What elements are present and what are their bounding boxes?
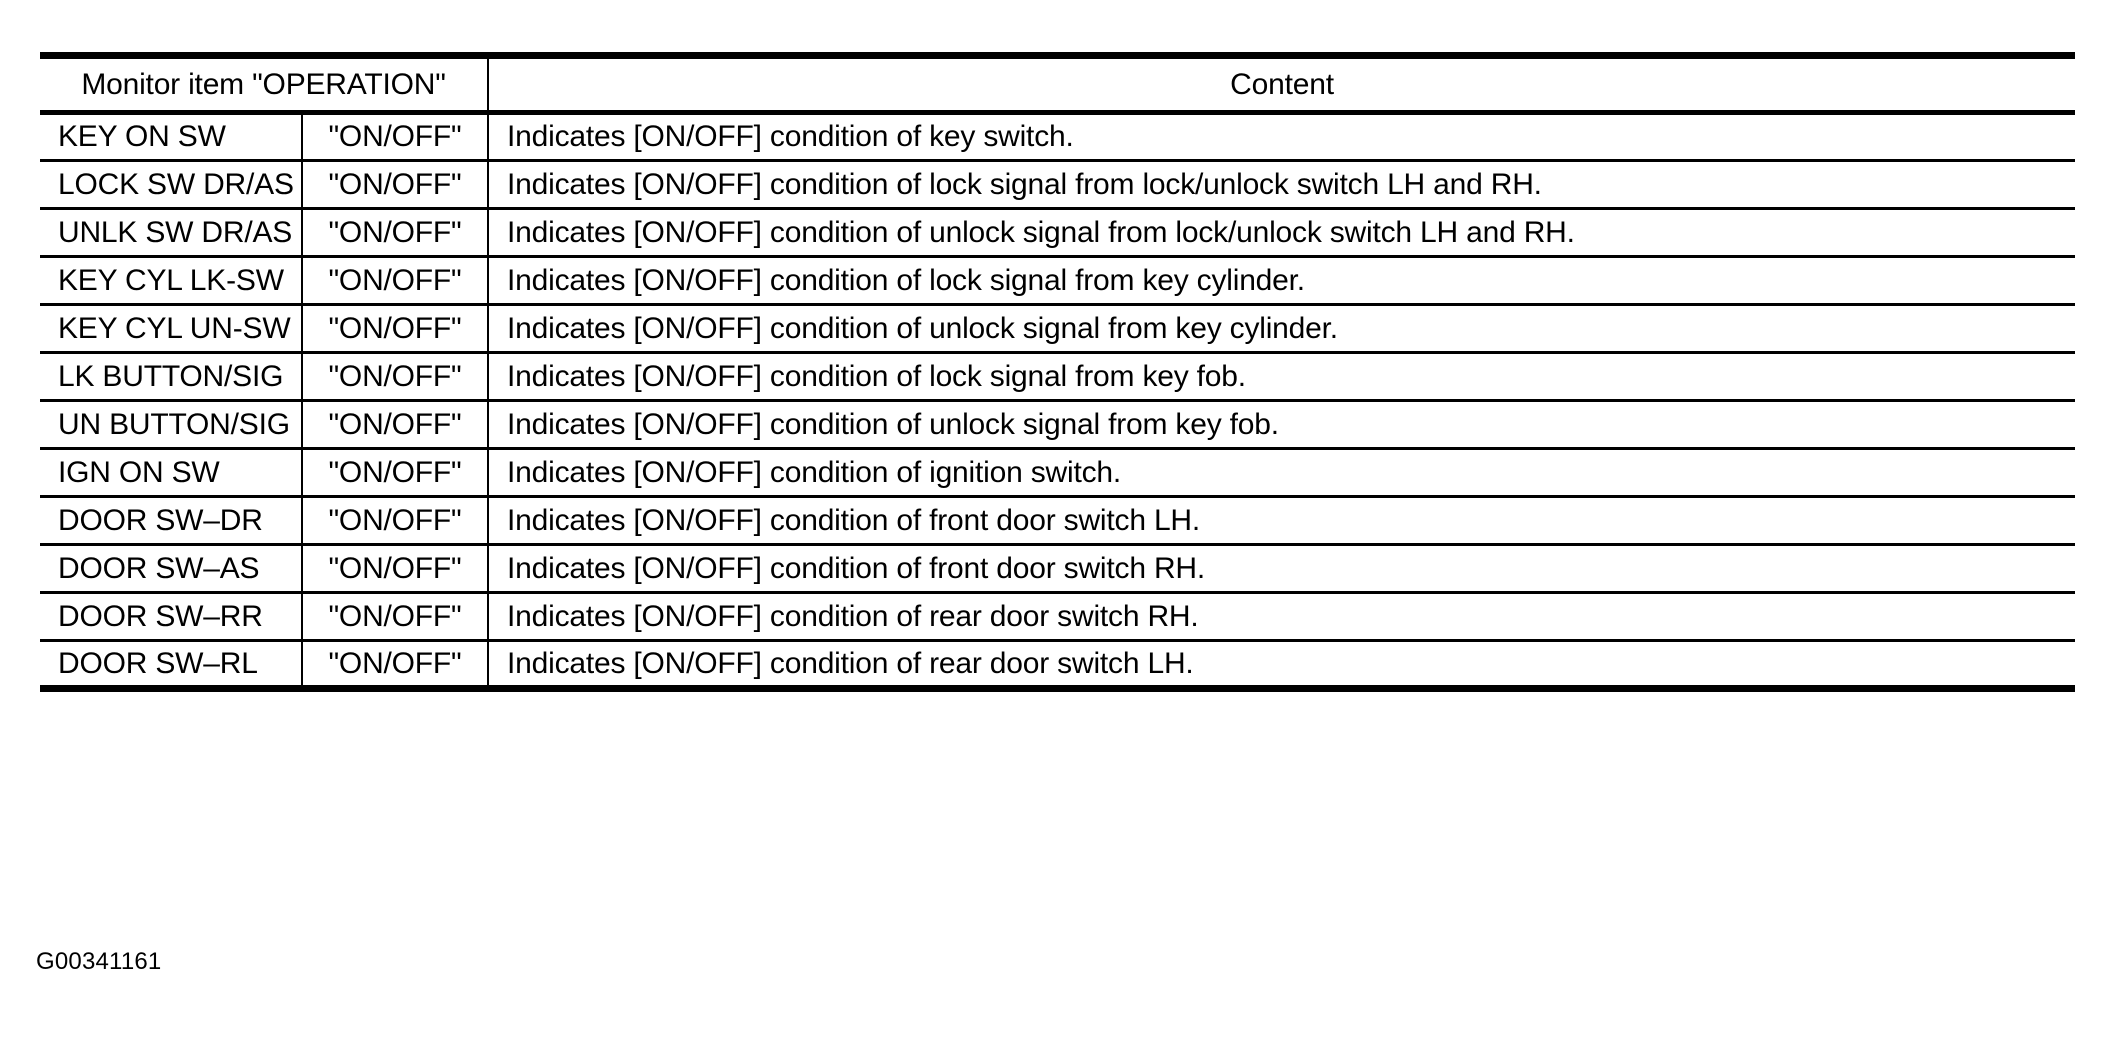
- table-header: Monitor item "OPERATION" Content: [40, 52, 2075, 115]
- table-row: KEY CYL UN-SW"ON/OFF"Indicates [ON/OFF] …: [40, 304, 2075, 354]
- cell-monitor-item: KEY CYL UN-SW: [40, 304, 303, 354]
- cell-content-description: Indicates [ON/OFF] condition of lock sig…: [488, 256, 2075, 306]
- cell-content-description: Indicates [ON/OFF] condition of lock sig…: [488, 352, 2075, 402]
- cell-state-value: "ON/OFF": [302, 112, 489, 162]
- cell-state-value: "ON/OFF": [302, 400, 489, 450]
- table-row: KEY ON SW"ON/OFF"Indicates [ON/OFF] cond…: [40, 112, 2075, 162]
- table-row: KEY CYL LK-SW"ON/OFF"Indicates [ON/OFF] …: [40, 256, 2075, 306]
- cell-state-value: "ON/OFF": [302, 208, 489, 258]
- cell-monitor-item: LK BUTTON/SIG: [40, 352, 303, 402]
- cell-state-value: "ON/OFF": [302, 304, 489, 354]
- table-row: DOOR SW–DR"ON/OFF"Indicates [ON/OFF] con…: [40, 496, 2075, 546]
- cell-state-value: "ON/OFF": [302, 640, 489, 692]
- cell-monitor-item: DOOR SW–RR: [40, 592, 303, 642]
- monitor-item-operation-table: Monitor item "OPERATION" Content KEY ON …: [40, 52, 2075, 692]
- cell-content-description: Indicates [ON/OFF] condition of front do…: [488, 544, 2075, 594]
- cell-state-value: "ON/OFF": [302, 256, 489, 306]
- table-header-row: Monitor item "OPERATION" Content: [40, 52, 2075, 115]
- cell-content-description: Indicates [ON/OFF] condition of unlock s…: [488, 304, 2075, 354]
- cell-monitor-item: LOCK SW DR/AS: [40, 160, 303, 210]
- cell-content-description: Indicates [ON/OFF] condition of lock sig…: [488, 160, 2075, 210]
- cell-content-description: Indicates [ON/OFF] condition of key swit…: [488, 112, 2075, 162]
- table-row: UN BUTTON/SIG"ON/OFF"Indicates [ON/OFF] …: [40, 400, 2075, 450]
- cell-monitor-item: IGN ON SW: [40, 448, 303, 498]
- table-row: UNLK SW DR/AS"ON/OFF"Indicates [ON/OFF] …: [40, 208, 2075, 258]
- table-row: LK BUTTON/SIG"ON/OFF"Indicates [ON/OFF] …: [40, 352, 2075, 402]
- cell-monitor-item: DOOR SW–AS: [40, 544, 303, 594]
- table-row: DOOR SW–RR"ON/OFF"Indicates [ON/OFF] con…: [40, 592, 2075, 642]
- cell-state-value: "ON/OFF": [302, 544, 489, 594]
- table-row: DOOR SW–RL"ON/OFF"Indicates [ON/OFF] con…: [40, 640, 2075, 692]
- cell-monitor-item: UN BUTTON/SIG: [40, 400, 303, 450]
- cell-monitor-item: KEY ON SW: [40, 112, 303, 162]
- cell-state-value: "ON/OFF": [302, 448, 489, 498]
- table-row: IGN ON SW"ON/OFF"Indicates [ON/OFF] cond…: [40, 448, 2075, 498]
- cell-content-description: Indicates [ON/OFF] condition of unlock s…: [488, 208, 2075, 258]
- table-row: LOCK SW DR/AS"ON/OFF"Indicates [ON/OFF] …: [40, 160, 2075, 210]
- cell-monitor-item: UNLK SW DR/AS: [40, 208, 303, 258]
- cell-monitor-item: DOOR SW–DR: [40, 496, 303, 546]
- cell-state-value: "ON/OFF": [302, 496, 489, 546]
- header-content: Content: [488, 52, 2075, 115]
- cell-state-value: "ON/OFF": [302, 352, 489, 402]
- cell-content-description: Indicates [ON/OFF] condition of rear doo…: [488, 640, 2075, 692]
- cell-state-value: "ON/OFF": [302, 160, 489, 210]
- cell-state-value: "ON/OFF": [302, 592, 489, 642]
- figure-id-label: G00341161: [36, 948, 162, 975]
- table-body: KEY ON SW"ON/OFF"Indicates [ON/OFF] cond…: [40, 112, 2075, 692]
- header-monitor-item: Monitor item "OPERATION": [40, 52, 489, 115]
- cell-content-description: Indicates [ON/OFF] condition of rear doo…: [488, 592, 2075, 642]
- cell-content-description: Indicates [ON/OFF] condition of ignition…: [488, 448, 2075, 498]
- cell-monitor-item: KEY CYL LK-SW: [40, 256, 303, 306]
- cell-content-description: Indicates [ON/OFF] condition of unlock s…: [488, 400, 2075, 450]
- table-row: DOOR SW–AS"ON/OFF"Indicates [ON/OFF] con…: [40, 544, 2075, 594]
- cell-monitor-item: DOOR SW–RL: [40, 640, 303, 692]
- cell-content-description: Indicates [ON/OFF] condition of front do…: [488, 496, 2075, 546]
